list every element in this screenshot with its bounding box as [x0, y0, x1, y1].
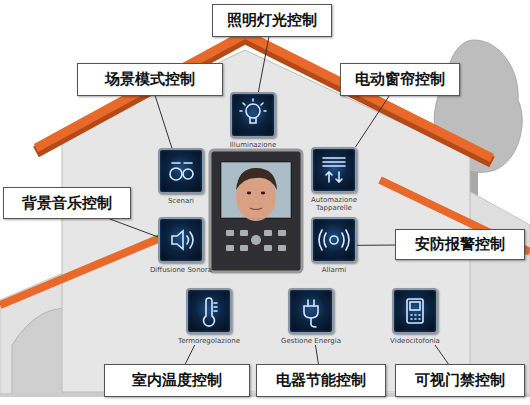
- callout-box: 可视门禁控制: [395, 364, 525, 397]
- bulb-rays: [240, 99, 266, 111]
- thermometer-symbol: [204, 298, 215, 326]
- icon-label: Allarmi: [304, 266, 364, 274]
- callout-box: 场景模式控制: [77, 63, 223, 96]
- function-icon: Termoregolazione: [186, 288, 232, 345]
- icon-label: Automazione Tapparelle: [307, 196, 361, 212]
- icon-tile: [311, 147, 357, 193]
- plug-symbol: [304, 306, 318, 318]
- eye: [247, 192, 251, 195]
- leader-line: [355, 96, 389, 147]
- scene-ticks: [172, 162, 192, 164]
- callout-box: 背景音乐控制: [3, 187, 131, 219]
- icon-label: Videocitofonia: [380, 337, 450, 345]
- icon-tile: [311, 217, 357, 263]
- icon-label: Termoregolazione: [171, 337, 247, 345]
- icon-label: Diffusione Sonora: [143, 266, 219, 274]
- function-icon: Scenari: [158, 148, 204, 205]
- eye: [261, 192, 265, 195]
- thermometer-scale: [214, 303, 217, 311]
- doorphone-screen: [410, 302, 420, 310]
- key: [264, 230, 272, 236]
- key: [278, 245, 286, 251]
- callout-label: 电动窗帘控制: [355, 70, 445, 89]
- blind-symbol: [323, 158, 345, 166]
- callout-box: 照明灯光控制: [212, 4, 332, 37]
- leader-line: [155, 96, 172, 148]
- leader-line: [435, 345, 448, 364]
- doorphone-symbol: [407, 299, 423, 323]
- bulb-symbol: [246, 104, 260, 118]
- icon-label: Scenari: [151, 197, 211, 205]
- icon-tile: [288, 288, 334, 334]
- leader-line: [185, 345, 194, 364]
- function-icon: Allarmi: [311, 217, 357, 274]
- sound-waves: [187, 232, 193, 248]
- video-panel: [210, 150, 302, 272]
- callout-label: 背景音乐控制: [22, 194, 112, 213]
- callout-label: 电器节能控制: [276, 371, 366, 390]
- blind-arrows: [326, 172, 342, 182]
- icon-tile: [158, 217, 204, 263]
- callout-label: 照明灯光控制: [227, 11, 317, 30]
- function-icon: Diffusione Sonora: [158, 217, 204, 274]
- icon-label: Illuminazione: [218, 141, 288, 149]
- screen-edge: [228, 218, 284, 219]
- speaker-symbol: [172, 231, 183, 249]
- leader-line: [110, 219, 158, 237]
- callout-label: 安防报警控制: [415, 235, 505, 254]
- leader-line: [315, 345, 318, 364]
- alarm-waves: [319, 230, 349, 250]
- callout-label: 场景模式控制: [105, 70, 195, 89]
- key: [226, 230, 234, 236]
- callout-box: 室内温度控制: [104, 364, 250, 397]
- function-icon: Illuminazione: [230, 92, 276, 149]
- icon-tile: [230, 92, 276, 138]
- main-roof-shadow: [36, 38, 492, 162]
- icon-label: Gestione Energia: [273, 337, 349, 345]
- hair: [236, 168, 277, 190]
- left-roof: [0, 236, 165, 305]
- plug-prongs: [308, 300, 316, 327]
- key: [240, 245, 248, 251]
- doorphone-keys: [411, 315, 420, 319]
- bulb-base: [250, 118, 256, 123]
- key: [278, 230, 286, 236]
- scene-symbol: [170, 168, 182, 180]
- key: [264, 245, 272, 251]
- icon-tile: [158, 148, 204, 194]
- key: [251, 235, 261, 245]
- leader-line: [357, 245, 395, 246]
- key: [240, 230, 248, 236]
- callout-box: 电动窗帘控制: [340, 63, 460, 96]
- mouth: [250, 208, 262, 210]
- key: [226, 245, 234, 251]
- function-icon: Gestione Energia: [288, 288, 334, 345]
- leader-line: [258, 37, 268, 92]
- scene-symbol: [183, 169, 193, 179]
- main-roof: [36, 34, 492, 158]
- function-icon: Automazione Tapparelle: [311, 147, 357, 212]
- function-icon: Videocitofonia: [392, 288, 438, 345]
- callout-label: 可视门禁控制: [415, 371, 505, 390]
- callout-box: 电器节能控制: [256, 364, 386, 397]
- alarm-symbol: [330, 236, 338, 244]
- keypad: [226, 230, 286, 251]
- icon-tile: [186, 288, 232, 334]
- callout-box: 安防报警控制: [395, 229, 525, 260]
- icon-tile: [392, 288, 438, 334]
- callout-label: 室内温度控制: [132, 371, 222, 390]
